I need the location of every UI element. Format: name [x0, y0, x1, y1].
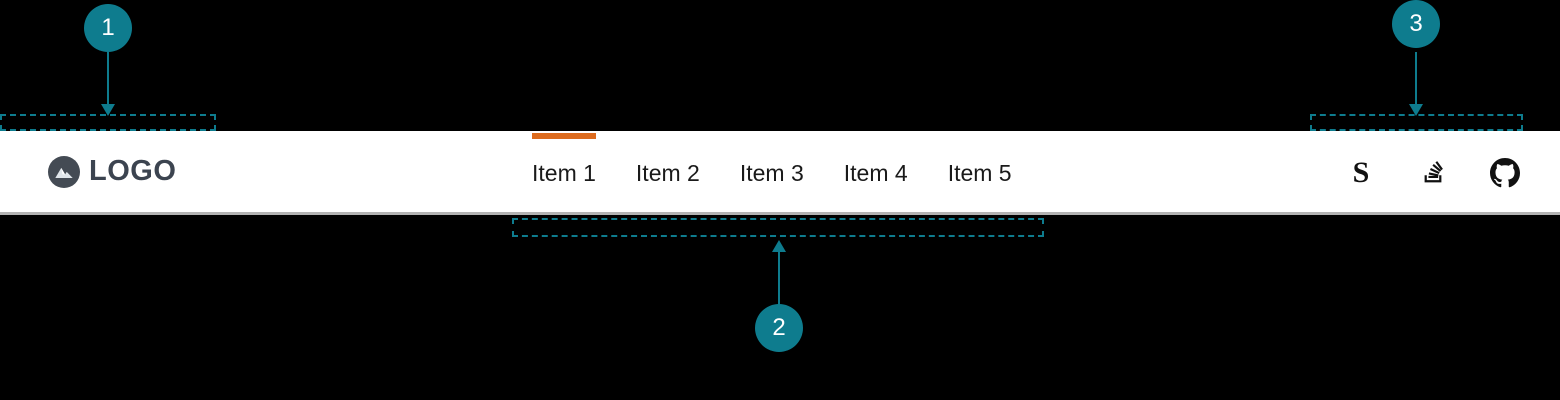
nav-item-4[interactable]: Item 4: [843, 159, 908, 186]
navbar: LOGO Item 1 Item 2 Item 3 Item 4 Item 5 …: [0, 131, 1560, 215]
annotation-region-1: [0, 114, 216, 131]
social-icons: S: [1343, 131, 1523, 215]
nav-item-3[interactable]: Item 3: [739, 159, 804, 186]
superuser-icon[interactable]: S: [1343, 155, 1379, 191]
annotation-arrow-2: [772, 240, 786, 252]
annotation-line-2: [778, 252, 780, 306]
annotation-badge-1[interactable]: 1: [84, 4, 132, 52]
github-icon[interactable]: [1487, 155, 1523, 191]
annotation-line-3: [1415, 52, 1417, 106]
brand-name: LOGO: [89, 155, 177, 187]
nav-item-5[interactable]: Item 5: [947, 159, 1012, 186]
annotation-line-1: [107, 52, 109, 106]
nav-item-2[interactable]: Item 2: [635, 159, 700, 186]
annotation-region-2: [512, 218, 1044, 237]
brand-logo[interactable]: LOGO: [48, 155, 177, 188]
nav-item-1[interactable]: Item 1: [512, 131, 616, 215]
annotation-region-3: [1310, 114, 1523, 131]
annotation-arrow-1: [101, 104, 115, 116]
mountain-logo-icon: [48, 155, 80, 188]
superuser-letter: S: [1352, 156, 1370, 189]
annotation-badge-3[interactable]: 3: [1392, 0, 1440, 48]
annotation-badge-2[interactable]: 2: [755, 304, 803, 352]
annotation-arrow-3: [1409, 104, 1423, 116]
stack-overflow-icon[interactable]: [1415, 155, 1451, 191]
nav-items: Item 1 Item 2 Item 3 Item 4 Item 5: [512, 131, 1032, 215]
